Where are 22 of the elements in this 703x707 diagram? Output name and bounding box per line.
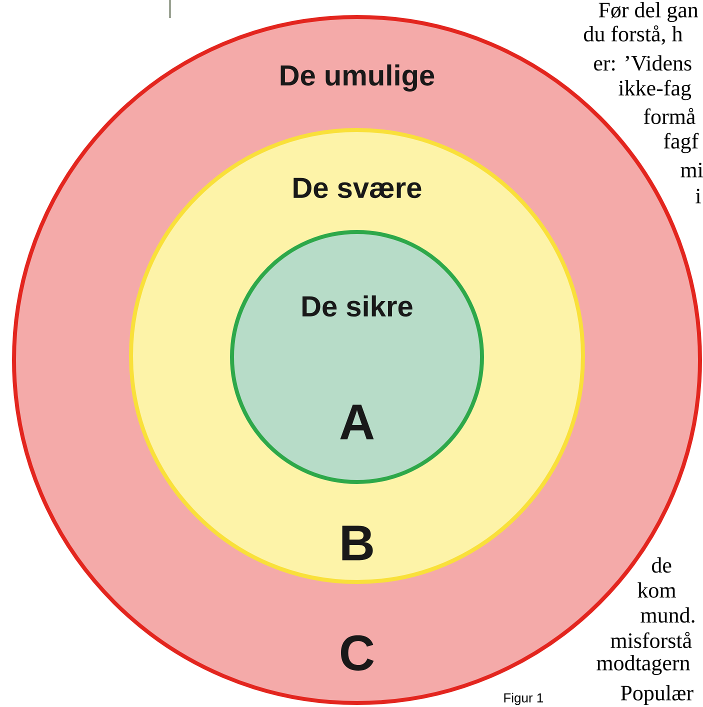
article-text: modtagern [596, 655, 690, 675]
article-text: du forstå, h [584, 25, 682, 45]
article-text: Populær [620, 685, 694, 705]
circle-heading: De umulige [280, 64, 434, 92]
article-text: formå [644, 108, 696, 124]
article-text: er: ’Videns [594, 55, 692, 71]
circle-letter: B [342, 526, 373, 560]
article-text: mi [680, 162, 703, 178]
article-text: kom [638, 582, 676, 598]
circle-heading: De sikre [302, 295, 412, 317]
circle-letter: C [341, 635, 374, 671]
circle-heading: De svære [294, 178, 422, 198]
ring-circle [230, 230, 484, 484]
article-text: ikke-fag [618, 80, 692, 100]
figure-caption: Figur 1 [504, 692, 544, 706]
article-text: i [696, 188, 701, 204]
circle-letter: A [340, 404, 374, 440]
article-text: Før del gan [598, 2, 698, 22]
article-text: fagf [664, 132, 699, 154]
article-text: mund. [640, 607, 694, 623]
article-text: de [652, 557, 672, 573]
article-text: misforstå [610, 632, 692, 648]
